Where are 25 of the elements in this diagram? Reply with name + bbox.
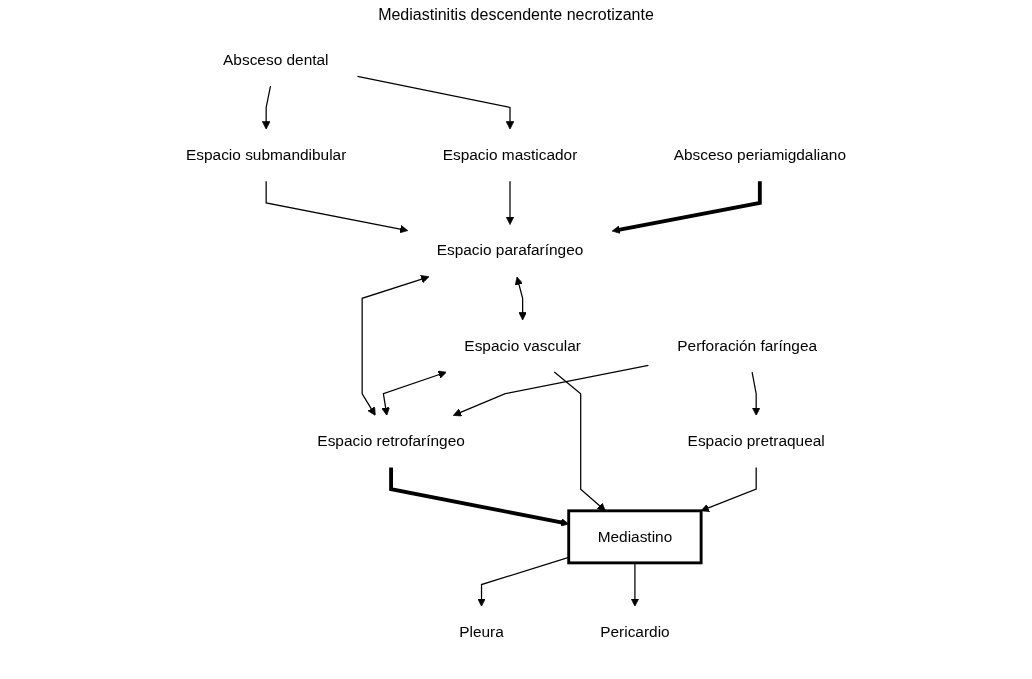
arrow — [381, 370, 447, 416]
arrow — [611, 181, 762, 234]
arrow — [361, 275, 430, 416]
node-text: Espacio parafaríngeo — [436, 241, 584, 259]
arrow — [505, 180, 515, 225]
node-box: Mediastino — [567, 509, 703, 565]
arrow — [700, 466, 757, 512]
arrow — [630, 562, 640, 607]
diagram-title: Mediastinitis descendente necrotizante — [377, 6, 655, 24]
node-text: Absceso dental — [223, 51, 329, 68]
arrow — [261, 85, 272, 130]
arrow — [356, 75, 515, 130]
node-text: Absceso periamigdaliano — [673, 146, 846, 163]
node-text: Espacio vascular — [464, 337, 581, 354]
arrow — [453, 364, 650, 417]
node-text: Espacio pretraqueal — [687, 432, 825, 450]
node-text: Espacio submandibular — [186, 146, 347, 163]
node-text: Espacio masticador — [442, 146, 578, 163]
arrow — [265, 180, 409, 234]
arrow — [514, 276, 527, 321]
node-text: Pleura — [459, 623, 504, 640]
arrow — [751, 371, 761, 416]
node-text: Perforación faríngea — [677, 337, 818, 354]
node-text: Pericardio — [600, 623, 670, 640]
node-text: Espacio retrofaríngeo — [317, 432, 465, 450]
